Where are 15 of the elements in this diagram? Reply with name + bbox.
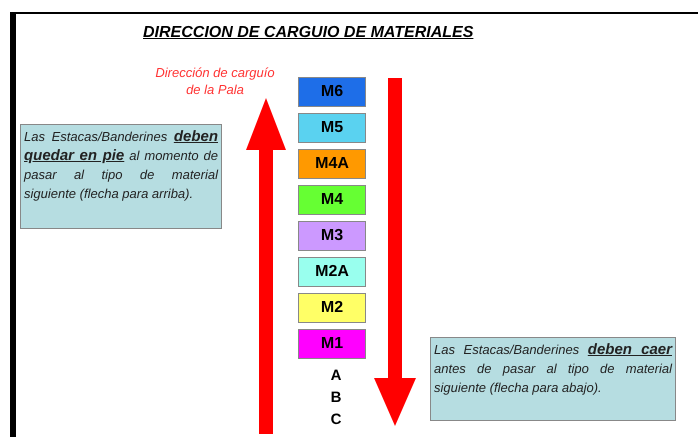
note-box: Las Estacas/Banderines deben quedar en pie al momento de pasar al tipo de material siguiente (flecha para arriba). <box>20 124 222 229</box>
material-box: M4 <box>298 185 366 215</box>
direction-label: Dirección de carguío de la Pala <box>154 64 276 98</box>
material-box: M2A <box>298 257 366 287</box>
note-box: Las Estacas/Banderines deben caer antes de pasar al tipo de material siguiente (flecha para abajo). <box>430 337 676 421</box>
material-box: M1 <box>298 329 366 359</box>
title: DIRECCION DE CARGUIO DE MATERIALES <box>143 24 474 42</box>
material-box: M6 <box>298 77 366 107</box>
row-letter: B <box>330 389 342 406</box>
material-box: M5 <box>298 113 366 143</box>
row-letter: C <box>330 411 342 428</box>
row-letter: A <box>330 367 342 384</box>
material-box: M4A <box>298 149 366 179</box>
material-box: M3 <box>298 221 366 251</box>
material-box: M2 <box>298 293 366 323</box>
